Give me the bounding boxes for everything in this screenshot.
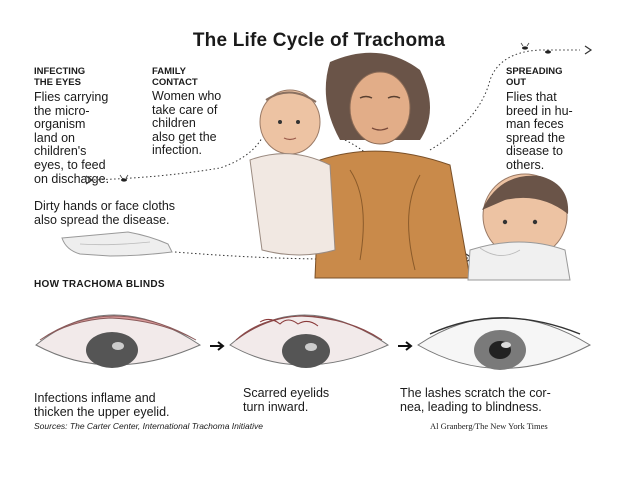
baby-figure: [249, 89, 336, 256]
infecting-line: eyes, to feed: [34, 157, 106, 172]
stage1-caption: Infections inflame and thicken the upper…: [34, 391, 170, 419]
cloths-text: Dirty hands or face cloths also spread t…: [34, 199, 176, 227]
infecting-line: organism: [34, 117, 86, 132]
child-figure: [467, 173, 571, 281]
family-line: Women who: [152, 89, 222, 103]
fly-icon: [545, 50, 551, 54]
cloth-path: [174, 251, 470, 260]
arrow-right-icon: [85, 175, 94, 185]
spreading-line: spread the: [506, 130, 566, 145]
eye-icon: [229, 314, 390, 368]
arrow-right-icon: [398, 341, 413, 351]
infecting-line: land on: [34, 130, 76, 145]
infecting-line: the micro-: [34, 103, 90, 118]
caption-line: The lashes scratch the cor-: [400, 386, 551, 400]
diagram-title: The Life Cycle of Trachoma: [192, 30, 446, 51]
spreading-line: man feces: [506, 117, 564, 132]
sources-credit: Sources: The Carter Center, Internationa…: [34, 421, 263, 431]
caption-line: Infections inflame and: [34, 391, 156, 405]
family-path: [344, 139, 376, 163]
spreading-line: breed in hu-: [506, 103, 573, 118]
eye-icon: [417, 317, 592, 370]
family-heading: FAMILY CONTACT: [152, 66, 198, 88]
arrow-right-icon: [584, 45, 593, 55]
spreading-heading-line: OUT: [506, 76, 527, 88]
cloths-line: also spread the disease.: [34, 212, 170, 227]
infecting-heading-line: THE EYES: [34, 76, 81, 88]
cloth-icon: [61, 231, 173, 257]
stage2-caption: Scarred eyelids turn inward.: [243, 386, 329, 414]
family-line: take care of: [152, 102, 218, 117]
spreading-line: Flies that: [506, 90, 557, 104]
caption-line: thicken the upper eyelid.: [34, 405, 170, 419]
how-blinds-heading: HOW TRACHOMA BLINDS: [34, 279, 165, 290]
caption-line: nea, leading to blindness.: [400, 400, 542, 414]
caption-line: turn inward.: [243, 400, 309, 414]
fly-icon: [520, 42, 530, 50]
cloths-line: Dirty hands or face cloths: [34, 199, 176, 213]
eye-icon: [35, 314, 202, 368]
family-line: also get the: [152, 129, 217, 144]
spreading-line: disease to: [506, 144, 563, 159]
arrow-right-icon: [210, 341, 225, 351]
infecting-text: Flies carrying the micro- organism land …: [34, 90, 110, 186]
family-heading-line: FAMILY: [152, 66, 186, 77]
spreading-line: others.: [506, 157, 545, 172]
infecting-heading: INFECTING THE EYES: [34, 66, 86, 88]
family-text: Women who take care of children also get…: [152, 89, 222, 158]
woman-figure: [314, 52, 471, 279]
infecting-line: on discharge.: [34, 171, 110, 186]
spreading-text: Flies that breed in hu- man feces spread…: [506, 90, 573, 173]
family-line: infection.: [152, 143, 203, 158]
infecting-line: Flies carrying: [34, 90, 109, 104]
infecting-line: children's: [34, 144, 87, 159]
family-line: children: [152, 116, 196, 131]
spreading-heading: SPREADING OUT: [506, 66, 563, 88]
family-heading-line: CONTACT: [152, 76, 198, 88]
spreading-heading-line: SPREADING: [506, 66, 563, 77]
fly-path-left: [89, 137, 263, 181]
fly-icon: [119, 174, 129, 182]
stage3-caption: The lashes scratch the cor- nea, leading…: [400, 386, 551, 414]
fly-path-right: [429, 49, 580, 151]
caption-line: Scarred eyelids: [243, 386, 330, 400]
artist-credit: Al Granberg/The New York Times: [430, 421, 548, 431]
infecting-heading-line: INFECTING: [34, 66, 86, 77]
